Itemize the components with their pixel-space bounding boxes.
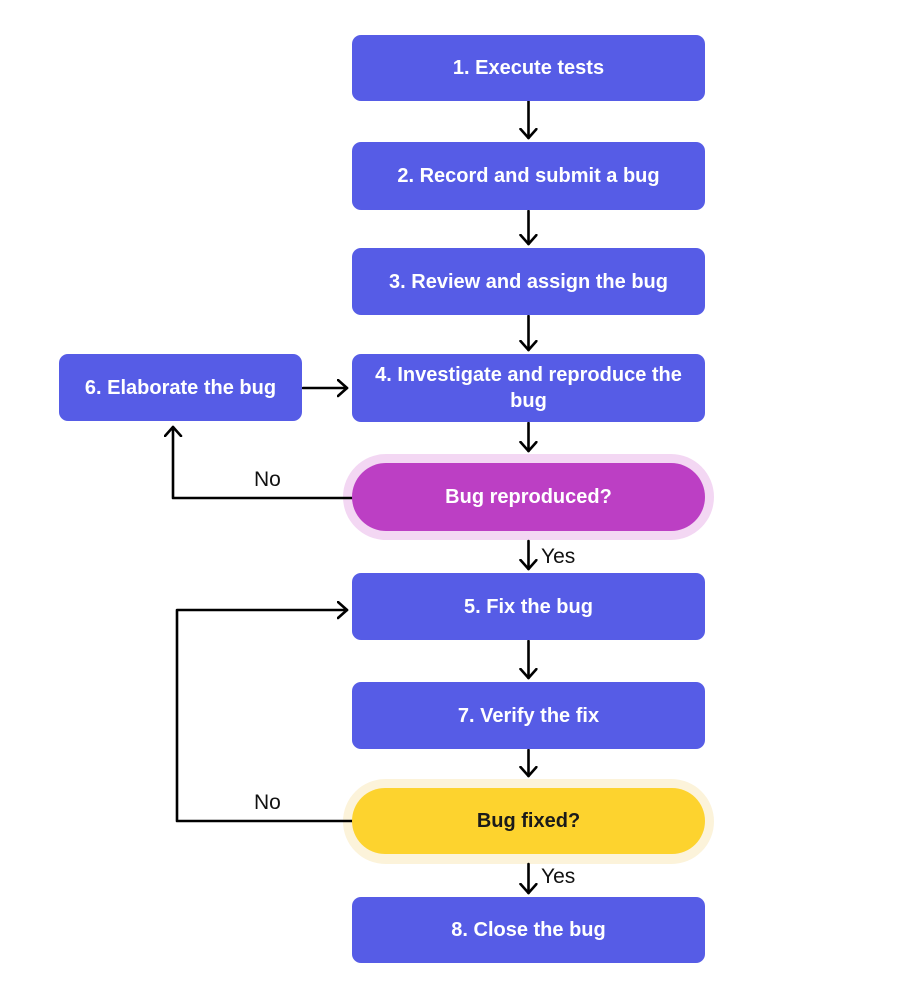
edge-decision2-step5-no [175,610,358,823]
node-step7-verify-fix: 7. Verify the fix [352,682,705,749]
node-step1-execute-tests: 1. Execute tests [352,35,705,101]
node-step6-elaborate-bug: 6. Elaborate the bug [59,354,302,421]
node-step3-review-assign-bug: 3. Review and assign the bug [352,248,705,315]
edge-label-fixed-no: No [254,791,281,814]
node-decision-bug-reproduced: Bug reproduced? [352,463,705,531]
edge-decision1-step6-no [173,425,358,500]
edge-label-fixed-yes: Yes [541,865,576,888]
edge-label-reproduced-yes: Yes [541,545,576,568]
node-step2-record-submit-bug: 2. Record and submit a bug [352,142,705,210]
node-step4-investigate-reproduce-bug: 4. Investigate and reproduce the bug [352,354,705,422]
node-decision-bug-fixed: Bug fixed? [352,788,705,854]
node-step8-close-bug: 8. Close the bug [352,897,705,963]
node-step5-fix-bug: 5. Fix the bug [352,573,705,640]
edge-label-reproduced-no: No [254,468,281,491]
